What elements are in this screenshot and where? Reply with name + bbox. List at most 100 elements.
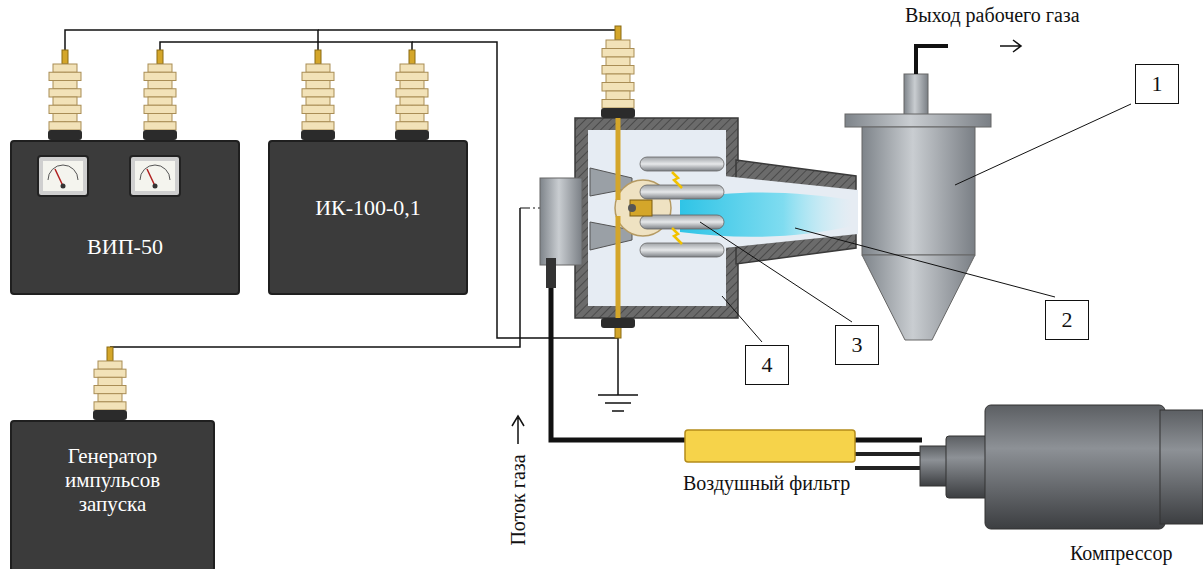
meter-panel — [12, 142, 238, 212]
terminal-disc — [94, 402, 126, 410]
meter-bezel — [130, 156, 180, 196]
terminal-disc — [396, 89, 428, 97]
box-label: ВИП-50 — [87, 234, 163, 259]
electrode-rod — [640, 157, 724, 171]
filter-pipe — [855, 452, 922, 456]
cyclone-body — [862, 127, 975, 255]
compressor-inlet — [920, 446, 948, 486]
terminal-disc — [302, 122, 334, 130]
terminal-disc — [396, 105, 428, 113]
terminal-disc — [400, 97, 424, 105]
reactor-chamber — [588, 130, 726, 306]
terminal-base — [601, 318, 635, 328]
terminal-disc — [602, 100, 634, 109]
filter-pipe — [855, 466, 922, 470]
meter-bezel — [38, 156, 88, 196]
meter-scale — [48, 165, 78, 180]
terminal-disc — [606, 74, 630, 83]
terminal-disc — [148, 97, 172, 105]
terminal-post — [143, 50, 177, 140]
air-filter — [685, 430, 855, 462]
terminal-disc — [400, 64, 424, 72]
gas-injector — [540, 178, 582, 265]
generator-box: Генератор импульсов запуска — [10, 420, 215, 569]
flow-label: Поток газа — [507, 454, 529, 545]
terminal-disc — [302, 89, 334, 97]
wire-connector — [160, 42, 412, 140]
cyclone-flange — [845, 114, 991, 127]
outlet-arrow — [1000, 40, 1021, 52]
terminal-disc — [306, 81, 330, 89]
meter-needle — [147, 169, 155, 186]
power-supply-box: ИК-100-0,1 — [268, 140, 468, 295]
compressor-cap — [1160, 410, 1203, 524]
meter-scale — [140, 165, 170, 180]
terminal-pin — [615, 26, 621, 40]
terminal-base — [395, 130, 429, 140]
terminal-disc — [49, 105, 81, 113]
terminal-disc — [148, 64, 172, 72]
terminal-disc — [302, 72, 334, 80]
wire-connector — [65, 30, 318, 140]
filter-label: Воздушный фильтр — [683, 472, 850, 494]
terminal-disc — [606, 91, 630, 100]
terminal-disc — [49, 122, 81, 130]
terminal-disc — [98, 361, 122, 369]
terminal-disc — [144, 72, 176, 80]
terminal-disc — [602, 66, 634, 75]
compressor-flange — [946, 436, 988, 498]
terminal-pin — [157, 50, 163, 64]
central-electrode-tip — [628, 204, 636, 212]
terminal-disc — [53, 114, 77, 122]
reactor-housing — [575, 118, 738, 318]
electrode-rod — [640, 243, 724, 257]
terminal-disc — [396, 72, 428, 80]
terminal-disc — [306, 64, 330, 72]
terminal-post — [601, 318, 635, 338]
terminal-disc — [94, 369, 126, 377]
terminal-disc — [94, 386, 126, 394]
terminal-base — [143, 130, 177, 140]
terminal-pin — [409, 50, 415, 64]
terminal-pin — [62, 50, 68, 64]
terminal-disc — [49, 72, 81, 80]
flow-arrow — [512, 416, 524, 444]
terminal-post — [395, 50, 429, 140]
terminal-disc — [306, 97, 330, 105]
terminal-disc — [144, 122, 176, 130]
electrode-lead — [616, 216, 621, 318]
wire — [318, 29, 618, 31]
callout-number: 2 — [1045, 300, 1089, 340]
terminal-disc — [53, 97, 77, 105]
compressor-label: Компрессор — [1070, 542, 1172, 564]
injector-nozzle — [546, 258, 556, 288]
terminal-disc — [606, 40, 630, 49]
callout-number: 3 — [835, 325, 879, 365]
leader-line — [955, 104, 1131, 185]
leader-line — [700, 222, 852, 322]
terminal-disc — [148, 114, 172, 122]
meter-pivot — [61, 184, 66, 189]
electrode-rod — [640, 215, 724, 229]
terminal-disc — [98, 377, 122, 385]
terminal-disc — [400, 114, 424, 122]
power-supply-box: ВИП-50 — [10, 140, 240, 295]
terminal-disc — [306, 114, 330, 122]
terminal-disc — [53, 81, 77, 89]
terminal-disc — [606, 57, 630, 66]
terminal-pin — [315, 50, 321, 64]
terminal-disc — [49, 89, 81, 97]
spark — [672, 172, 682, 188]
terminal-disc — [602, 49, 634, 58]
terminal-disc — [396, 122, 428, 130]
callout-number: 4 — [745, 345, 789, 385]
electrode-lead — [616, 118, 621, 200]
ground-wire — [617, 338, 619, 395]
terminal-pin — [107, 347, 113, 361]
meter-face — [135, 161, 175, 191]
box-label: Генератор импульсов запуска — [40, 444, 185, 516]
callout-number: 1 — [1135, 64, 1179, 104]
compressor-body — [985, 405, 1165, 529]
terminal-disc — [602, 83, 634, 92]
